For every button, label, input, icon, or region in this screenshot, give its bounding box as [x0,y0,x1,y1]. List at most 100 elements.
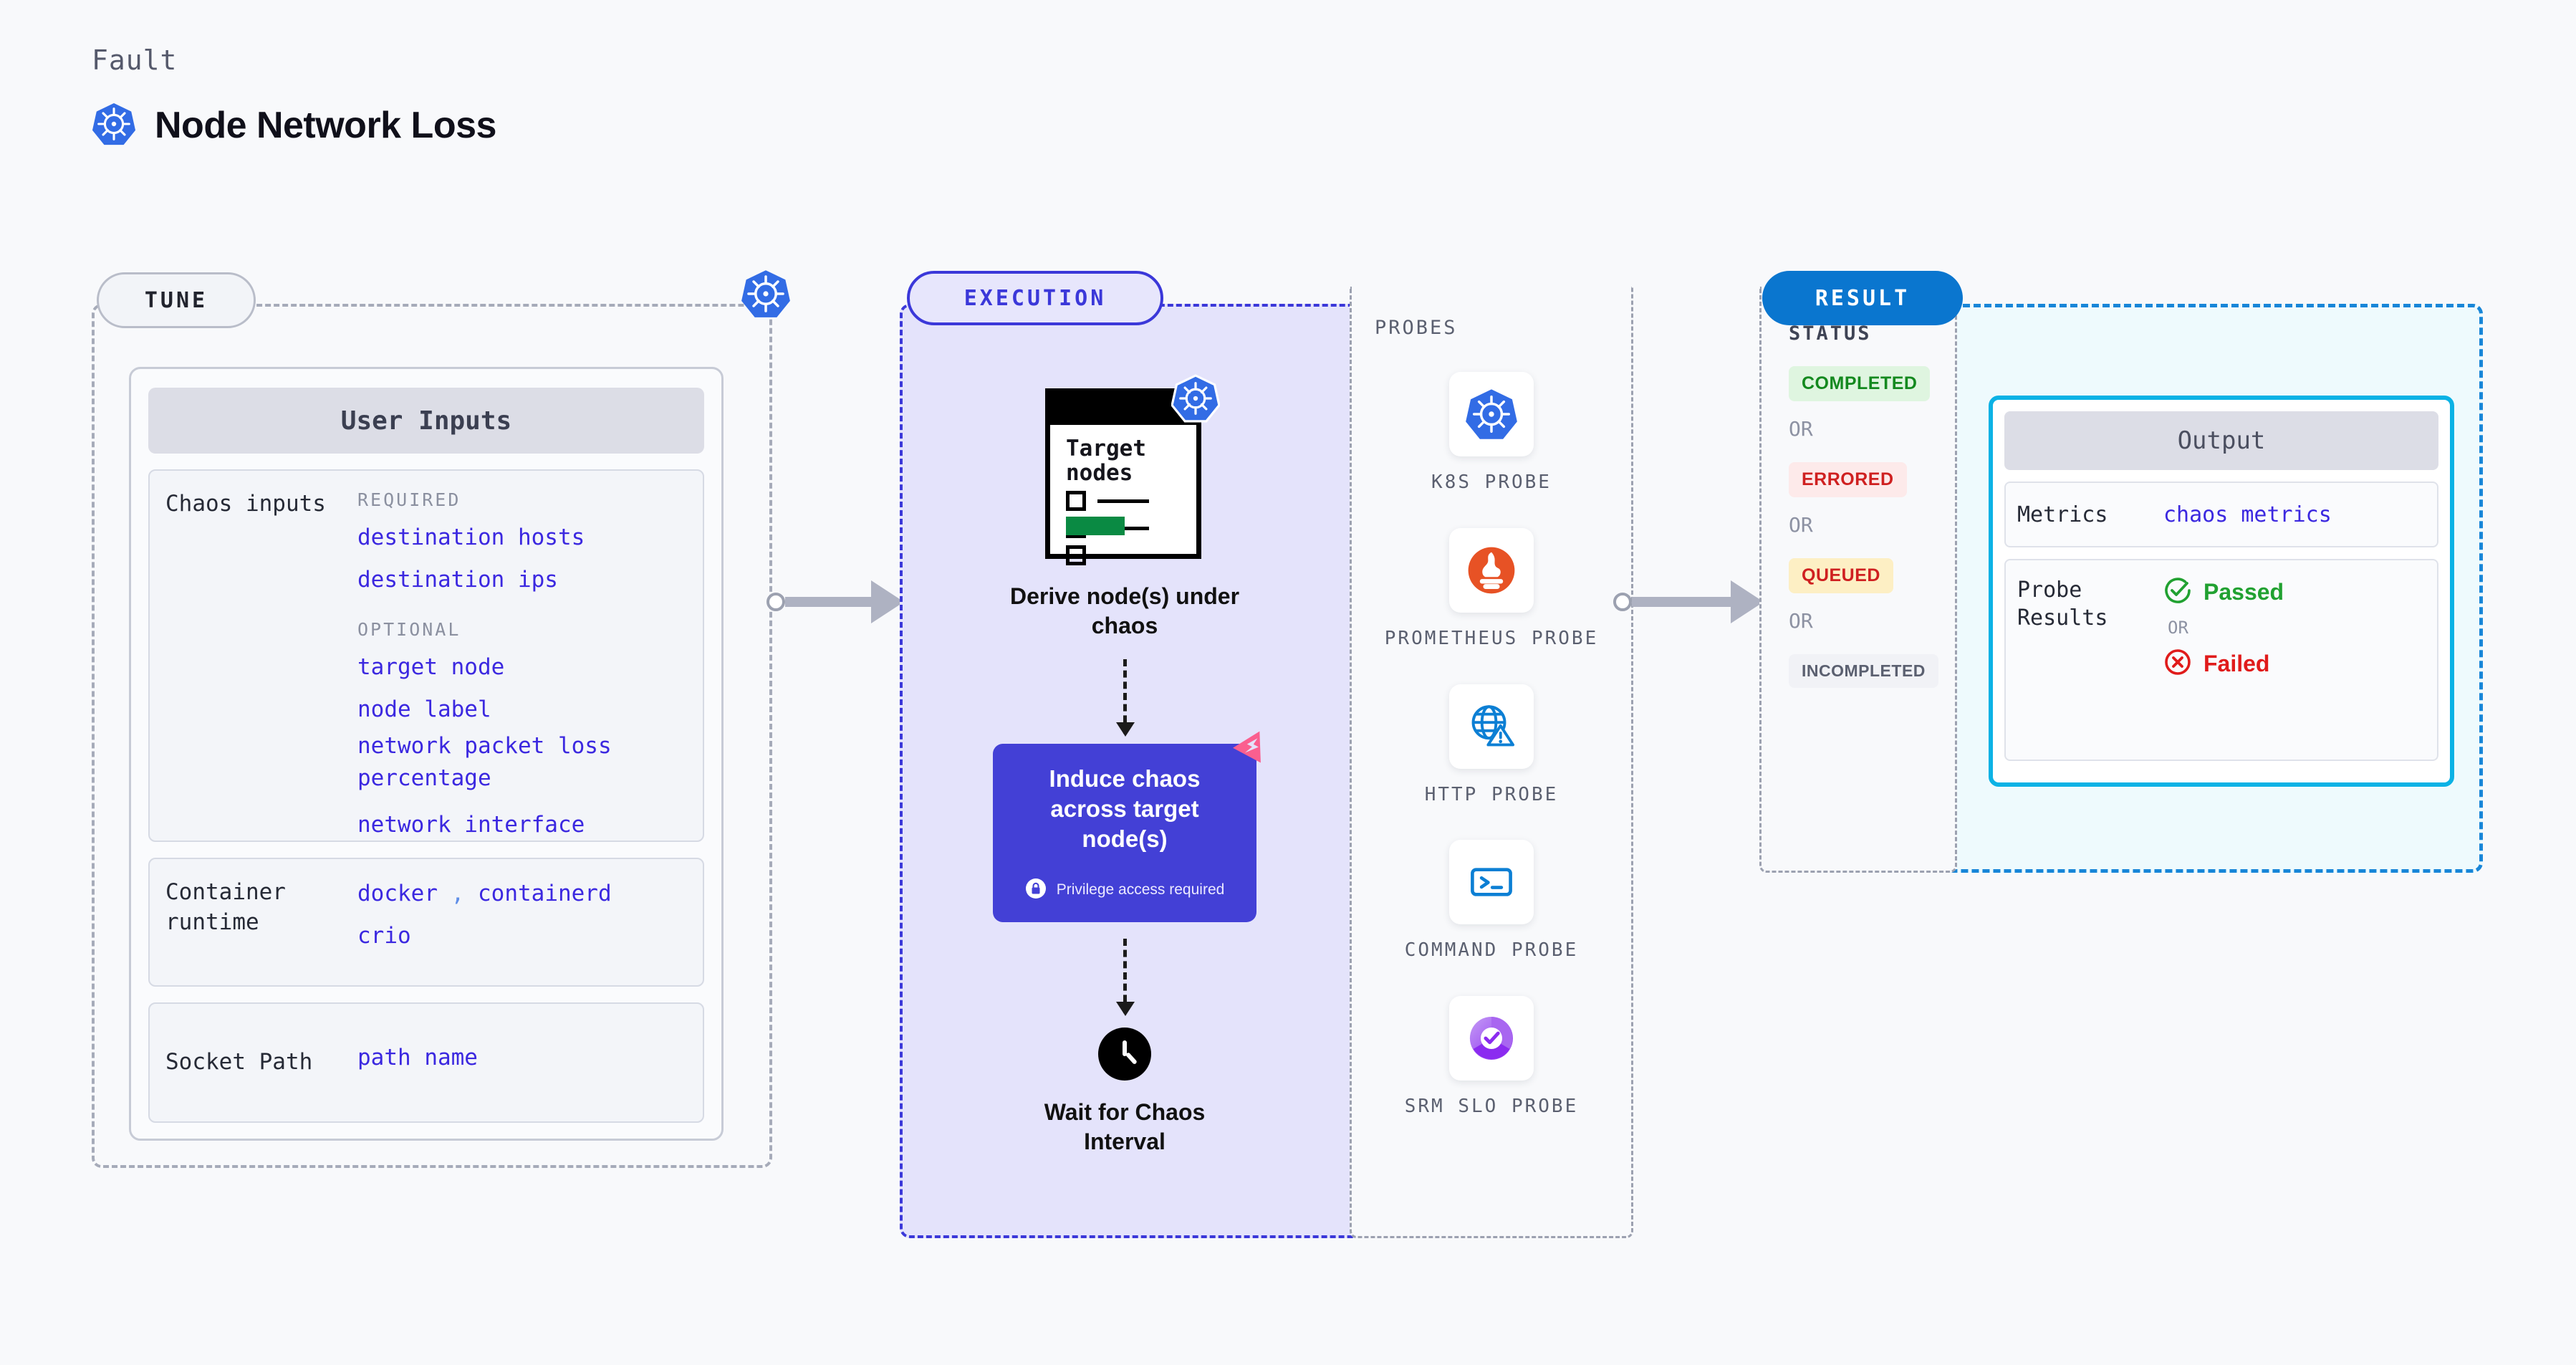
checkbox-icon [1066,491,1086,511]
connector-execution-to-result [1613,580,1781,623]
document-check-row [1066,491,1149,511]
status-or-1: OR [1789,417,1813,441]
passed-label: Passed [2203,578,2284,605]
chaos-inputs-row: Chaos inputs REQUIRED destination hosts … [148,469,704,842]
wait-interval-caption: Wait for Chaos Interval [1044,1099,1206,1154]
document-checklist-icon: Target nodes [1045,374,1221,565]
flow-arrow-2 [900,939,1350,1016]
page-header: Fault Node Network Loss [92,44,496,149]
probe-result-or: OR [2168,618,2188,638]
socket-path-value[interactable]: path name [357,1044,478,1071]
probe-k8s[interactable]: K8S PROBE [1352,372,1631,495]
socket-path-values: path name [357,1042,696,1084]
connector-start-dot [1613,593,1632,611]
check-circle-icon [2163,576,2192,608]
prometheus-logo-icon [1449,527,1534,613]
globe-warning-icon [1449,684,1534,769]
result-pill-label: RESULT [1762,271,1963,325]
probe-results-values: Passed OR Failed [2163,576,2284,744]
flow-step-derive-nodes: Target nodes [900,374,1350,641]
flow-step-induce-chaos: Induce chaos across target node(s) Privi… [900,731,1350,922]
document-kubernetes-badge-icon [1171,374,1221,423]
derive-nodes-caption: Derive node(s) under chaos [1009,583,1240,638]
page-title: Node Network Loss [155,105,496,146]
container-runtime-label: Container runtime [165,879,286,935]
privilege-note: Privilege access required [1025,878,1225,902]
container-runtime-values: docker , containerd crio [357,878,696,967]
execution-pill-label: EXECUTION [907,271,1163,325]
input-destination-hosts[interactable]: destination hosts [357,525,585,550]
connector-arrowhead [1731,580,1764,623]
socket-path-label: Socket Path [165,1049,313,1076]
probe-command[interactable]: COMMAND PROBE [1352,840,1631,963]
probe-label: K8S PROBE [1431,471,1552,493]
connector-start-dot [766,593,785,611]
execution-flow: Target nodes [900,304,1350,1238]
probe-result-failed: Failed [2163,648,2284,679]
slo-donut-icon [1449,996,1534,1081]
tune-kubernetes-badge-icon [741,269,791,319]
status-badge-errored: ERRORED [1789,462,1907,497]
probe-srm-slo[interactable]: SRM SLO PROBE [1352,996,1631,1119]
input-target-node[interactable]: target node [357,653,505,680]
status-badge-queued: QUEUED [1789,558,1893,593]
status-title: STATUS [1789,322,1872,345]
probe-prometheus[interactable]: PROMETHEUS PROBE [1352,527,1631,651]
runtime-separator: , [451,881,465,906]
litmus-logo-icon [1232,725,1272,765]
document-green-bar [1066,517,1125,535]
input-network-interface[interactable]: network interface [357,811,585,838]
input-network-packet-loss-percentage[interactable]: network packet loss percentage [357,732,612,791]
input-node-label[interactable]: node label [357,696,491,722]
runtime-line-1: docker , containerd [357,878,696,910]
runtime-docker[interactable]: docker [357,881,438,906]
terminal-icon [1449,840,1534,925]
metrics-value[interactable]: chaos metrics [2163,502,2332,527]
output-card: Output Metrics chaos metrics Probe Resul… [1989,396,2454,787]
fault-eyebrow-label: Fault [92,44,178,76]
probe-label: SRM SLO PROBE [1404,1096,1579,1118]
connector-arrowhead [871,580,904,623]
arrow-shaft [1123,939,1127,1013]
arrow-down-icon [1116,659,1135,737]
document-check-row [1066,545,1149,565]
probe-http[interactable]: HTTP PROBE [1352,684,1631,808]
chaos-inputs-values: REQUIRED destination hosts destination i… [357,489,696,838]
tune-panel-outline [92,304,772,1168]
input-destination-ips[interactable]: destination ips [357,566,558,593]
clock-hour-hand [1123,1040,1127,1056]
induce-chaos-box[interactable]: Induce chaos across target node(s) Privi… [993,731,1261,922]
arrow-head [1116,1002,1135,1016]
arrow-shaft [1123,659,1127,734]
connector-line [785,597,873,607]
clock-icon [1098,1028,1151,1081]
chaos-inputs-label: Chaos inputs [165,491,326,517]
probe-label: COMMAND PROBE [1404,939,1579,962]
probe-label: PROMETHEUS PROBE [1384,627,1599,649]
line-placeholder [1097,553,1149,557]
document-title-text: Target nodes [1066,436,1146,487]
runtime-containerd[interactable]: containerd [478,881,612,906]
failed-label: Failed [2203,650,2270,676]
optional-group-label: OPTIONAL [357,618,461,640]
runtime-crio[interactable]: crio [357,922,411,949]
connector-line [1632,597,1732,607]
line-placeholder [1097,499,1149,503]
kubernetes-logo-icon [92,102,136,149]
metrics-label: Metrics [2017,502,2108,527]
probe-results-row: Probe Results Passed OR [2004,559,2438,761]
user-inputs-card: User Inputs Chaos inputs REQUIRED destin… [129,367,724,1141]
document-body: Target nodes [1045,388,1201,565]
probe-result-passed: Passed [2163,576,2284,608]
probe-label: HTTP PROBE [1424,783,1559,805]
flow-arrow-1 [900,659,1350,737]
lock-icon [1025,878,1047,902]
induce-chaos-label: Induce chaos across target node(s) [1049,765,1201,853]
x-circle-icon [2163,648,2192,679]
required-group-label: REQUIRED [357,489,461,510]
probe-results-label: Probe Results [2017,578,2108,631]
document-titlebar [1050,393,1196,425]
status-or-2: OR [1789,513,1813,537]
status-panel: STATUS COMPLETED OR ERRORED OR QUEUED OR… [1759,287,1957,873]
privilege-note-text: Privilege access required [1056,881,1225,898]
